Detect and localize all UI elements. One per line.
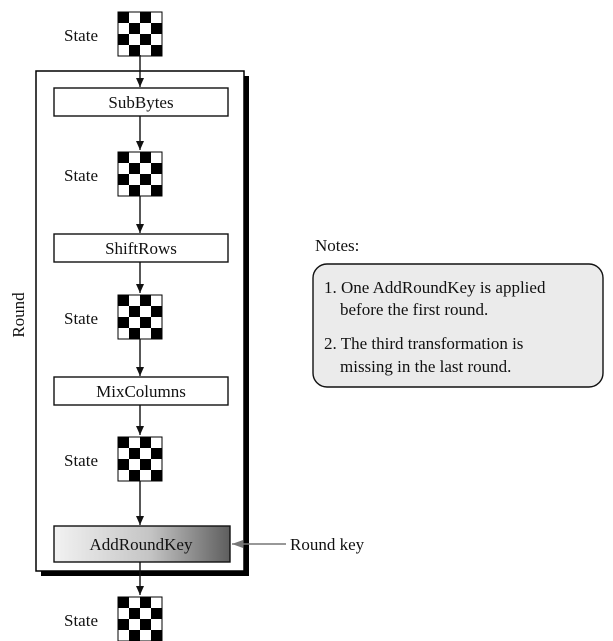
step-shiftrows: ShiftRows: [53, 233, 229, 263]
state-label: State: [64, 309, 98, 328]
note-1-line-1: 1. One AddRoundKey is applied: [324, 278, 546, 297]
notes-title: Notes:: [315, 236, 359, 255]
note-2-line-1: 2. The third transformation is: [324, 334, 523, 353]
state-grid-icon: [117, 294, 163, 340]
note-1-line-2: before the first round.: [340, 300, 488, 319]
step-label: SubBytes: [108, 93, 173, 112]
state-grid-icon: [117, 11, 163, 57]
state-row-after-subbytes: State: [64, 151, 163, 197]
note-2-line-2: missing in the last round.: [340, 357, 511, 376]
state-label: State: [64, 26, 98, 45]
notes-box-background: [312, 263, 604, 388]
state-row-after-mixcolumns: State: [64, 436, 163, 482]
notes-box: 1. One AddRoundKey is applied before the…: [312, 263, 604, 388]
state-row-after-shiftrows: State: [64, 294, 163, 340]
state-label: State: [64, 611, 98, 630]
step-subbytes: SubBytes: [53, 87, 229, 117]
step-label: MixColumns: [96, 382, 186, 401]
state-row-output: State: [64, 596, 163, 641]
step-label: AddRoundKey: [90, 535, 193, 554]
state-row-input: State: [64, 11, 163, 57]
step-addroundkey: AddRoundKey: [53, 525, 231, 563]
step-box: [53, 376, 229, 406]
step-box: [53, 87, 229, 117]
step-box: [53, 525, 231, 563]
state-grid-icon: [117, 436, 163, 482]
state-label: State: [64, 166, 98, 185]
state-grid-icon: [117, 151, 163, 197]
step-mixcolumns: MixColumns: [53, 376, 229, 406]
round-label: Round: [9, 292, 28, 338]
state-label: State: [64, 451, 98, 470]
state-grid-icon: [117, 596, 163, 641]
round-key-label: Round key: [290, 535, 365, 554]
step-box: [53, 233, 229, 263]
step-label: ShiftRows: [105, 239, 177, 258]
